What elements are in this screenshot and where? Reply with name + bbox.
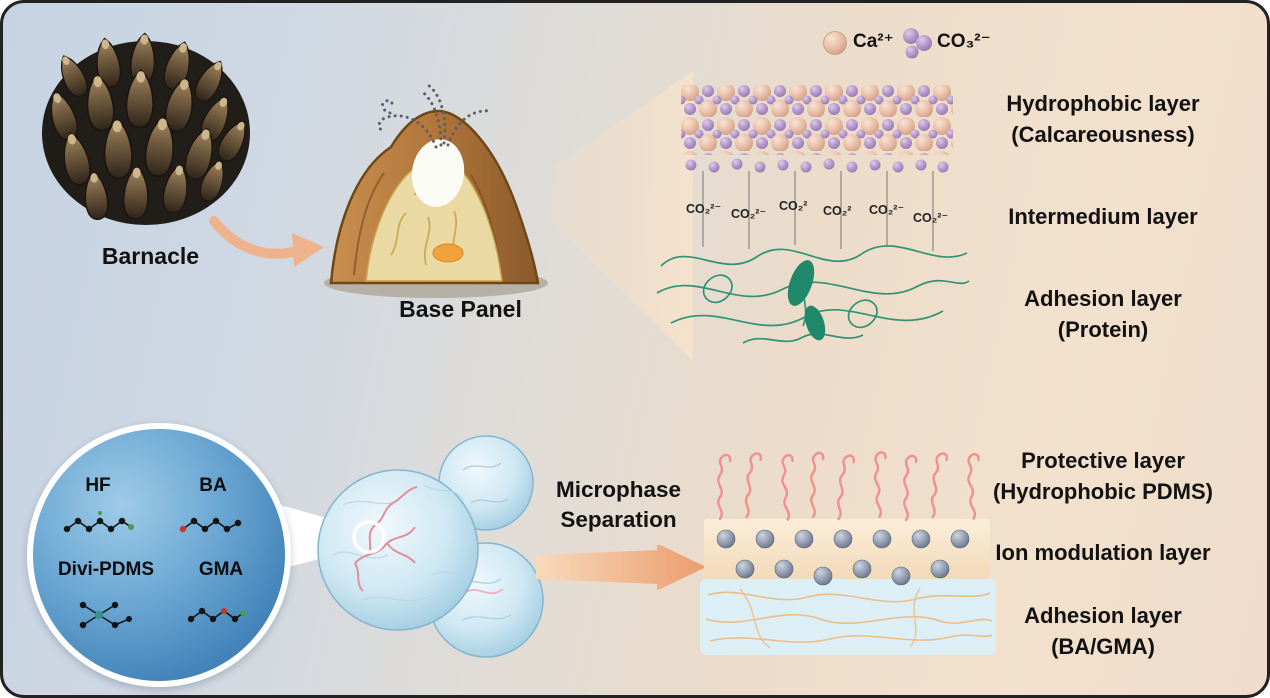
protective-layer-label: Protective layer [1021, 448, 1185, 473]
co2-label: CO₂²⁻ [731, 207, 767, 221]
adhesion-layer-bottom-sublabel: (BA/GMA) [1051, 634, 1155, 659]
gma-molecule [187, 607, 246, 623]
hydrophobic-layer-sublabel: (Calcareousness) [1011, 122, 1195, 147]
adhesion-layer-sublabel: (Protein) [1057, 317, 1149, 342]
carbonate-legend-label: CO₃²⁻ [937, 31, 991, 52]
monomer-gma-label: GMA [198, 559, 244, 580]
co2-label: CO₂²⁻ [913, 211, 949, 225]
divipdms-molecule [79, 601, 132, 629]
calcium-legend-label: Ca²⁺ [853, 31, 894, 52]
hydrophobic-layer-label: Hydrophobic layer [1006, 91, 1200, 116]
microspheres-graphic [317, 435, 544, 658]
adhesion-layer-bottom-label: Adhesion layer [1024, 603, 1182, 628]
separation-label: Separation [560, 507, 677, 532]
barnacle-label: Barnacle [101, 243, 200, 269]
arrow-right-icon [209, 216, 324, 267]
monomer-ba-label: BA [199, 475, 227, 496]
base-panel-illustration [324, 83, 548, 298]
monomer-hf-label: HF [85, 475, 111, 496]
adhesion-layer-label: Adhesion layer [1024, 286, 1182, 311]
carbonate-row [685, 158, 949, 173]
microphase-label: Microphase [555, 477, 682, 502]
hf-molecule [63, 511, 134, 533]
intermedium-lines [702, 171, 934, 251]
carbonate-ion-icon [903, 28, 932, 59]
adhesion-chains [705, 587, 993, 649]
protein-layer-graphic [656, 245, 970, 344]
coating-layers-graphic [700, 450, 996, 655]
magnifier-circle: HF BA Divi-PDMS GMA [27, 423, 291, 687]
monomer-divipdms-label: Divi-PDMS [57, 559, 155, 580]
ion-spheres [716, 529, 970, 586]
ba-molecule [179, 517, 242, 533]
calcium-ion-icon [823, 31, 847, 55]
barnacle-photo [42, 31, 253, 225]
co2-label: CO₂²⁻ [686, 202, 722, 216]
intermedium-layer-label: Intermedium layer [1008, 204, 1198, 229]
base-panel-label: Base Panel [399, 296, 522, 322]
cirri-feathers [377, 83, 493, 149]
process-arrow-icon [536, 545, 705, 590]
co2-label: CO₂² [779, 199, 808, 213]
co2-label: CO₂² [823, 204, 852, 218]
zoom-beam [550, 71, 693, 361]
co2-label: CO₂²⁻ [869, 203, 905, 217]
monomer-structures [63, 511, 246, 629]
ion-modulation-layer-label: Ion modulation layer [995, 540, 1211, 565]
protective-layer-sublabel: (Hydrophobic PDMS) [993, 479, 1213, 504]
crystal-layer-graphic [681, 85, 953, 173]
callout-ring [352, 520, 386, 554]
